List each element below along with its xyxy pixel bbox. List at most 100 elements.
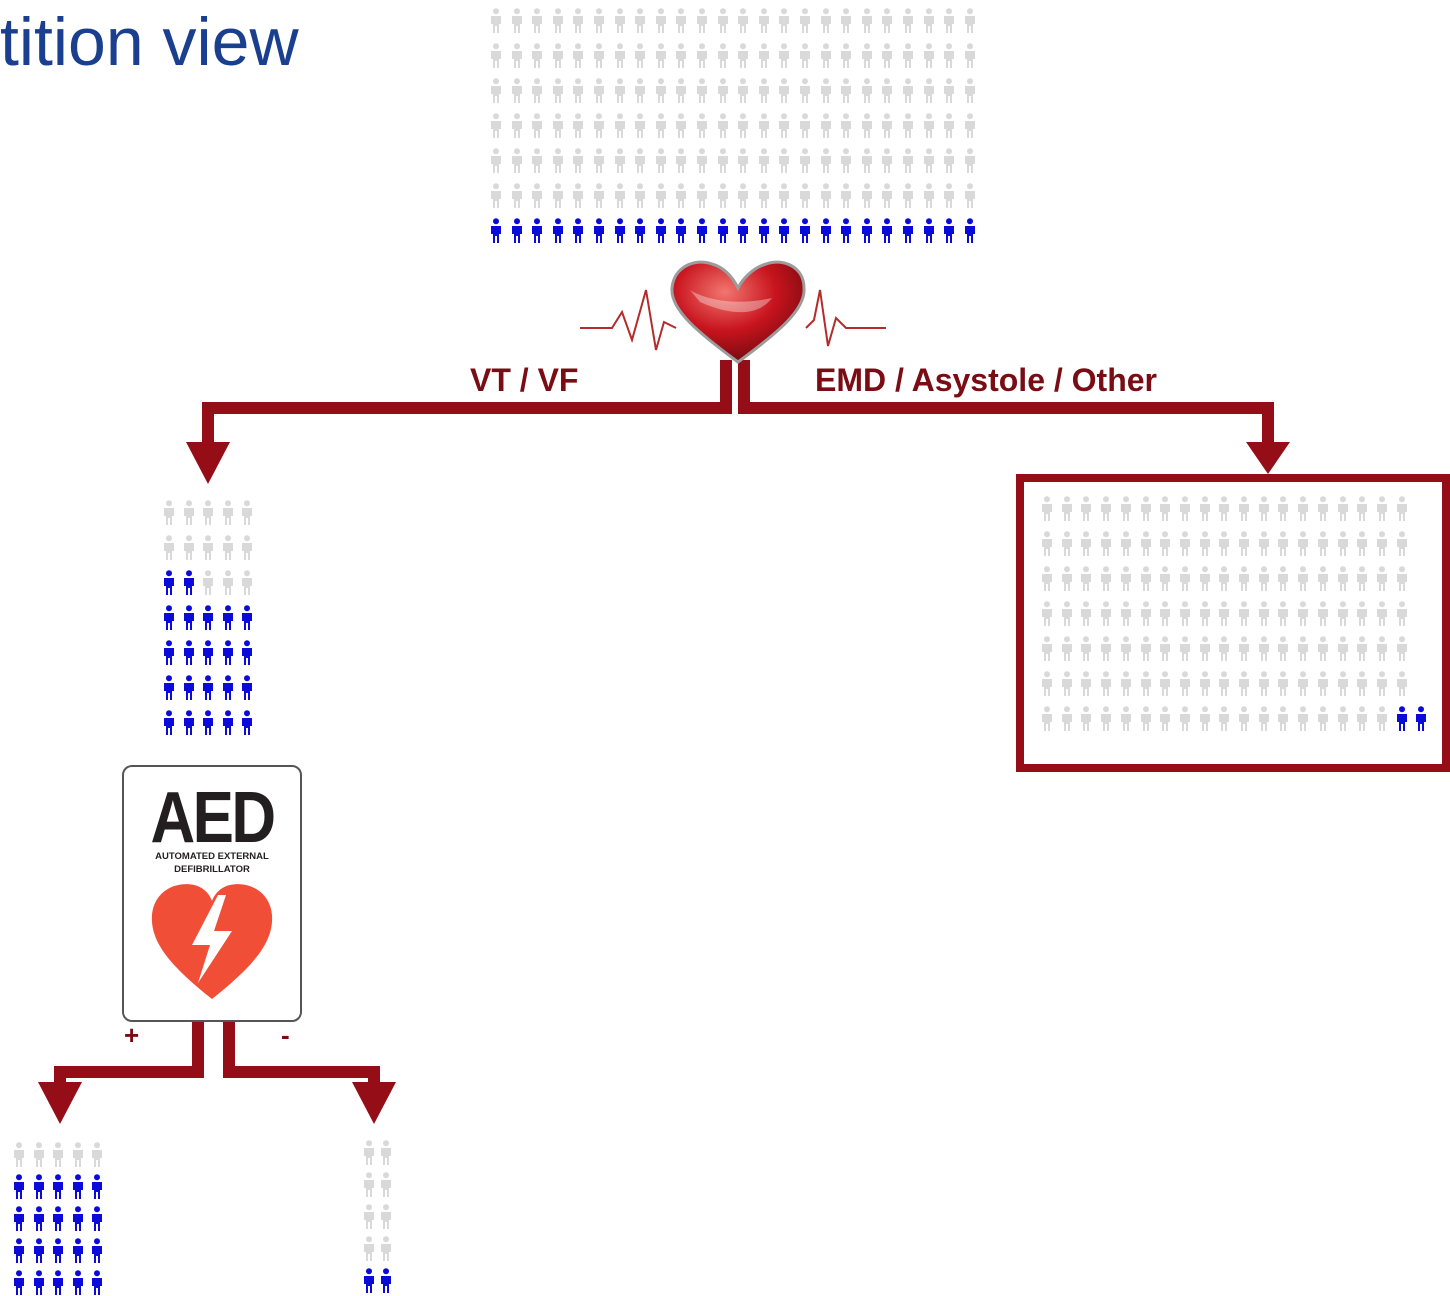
- person-icon-highlighted: [162, 710, 176, 736]
- person-icon: [1375, 531, 1389, 557]
- person-icon: [1217, 566, 1231, 592]
- person-icon-highlighted: [32, 1270, 46, 1296]
- person-icon: [379, 1172, 393, 1198]
- person-icon: [530, 113, 544, 139]
- person-icon: [240, 570, 254, 596]
- person-icon-highlighted: [162, 675, 176, 701]
- person-icon: [510, 113, 524, 139]
- person-icon: [1079, 671, 1093, 697]
- person-icon: [1139, 566, 1153, 592]
- person-icon-highlighted: [757, 218, 771, 244]
- person-icon: [901, 8, 915, 34]
- person-icon: [654, 183, 668, 209]
- person-icon: [1217, 531, 1231, 557]
- person-icon: [798, 43, 812, 69]
- person-icon: [798, 113, 812, 139]
- person-icon: [1257, 566, 1271, 592]
- person-icon: [839, 113, 853, 139]
- person-icon-highlighted: [12, 1238, 26, 1264]
- person-icon-highlighted: [942, 218, 956, 244]
- person-icon: [182, 535, 196, 561]
- person-icon: [1040, 671, 1054, 697]
- person-icon: [1257, 531, 1271, 557]
- person-icon: [1316, 706, 1330, 732]
- person-icon-highlighted: [489, 218, 503, 244]
- person-icon: [1099, 566, 1113, 592]
- person-icon: [716, 43, 730, 69]
- person-icon: [654, 8, 668, 34]
- person-icon: [1395, 671, 1409, 697]
- person-icon: [571, 78, 585, 104]
- person-icon: [839, 8, 853, 34]
- person-icon: [1079, 636, 1093, 662]
- person-icon: [963, 78, 977, 104]
- person-icon: [1336, 636, 1350, 662]
- person-icon: [510, 43, 524, 69]
- person-icon-highlighted: [592, 218, 606, 244]
- person-icon: [1178, 636, 1192, 662]
- person-icon-highlighted: [963, 218, 977, 244]
- person-icon: [716, 148, 730, 174]
- person-icon: [1079, 496, 1093, 522]
- person-icon: [695, 113, 709, 139]
- person-icon: [1198, 496, 1212, 522]
- person-icon: [901, 43, 915, 69]
- person-icon: [798, 78, 812, 104]
- person-icon: [1276, 671, 1290, 697]
- person-icon: [162, 500, 176, 526]
- person-icon: [695, 148, 709, 174]
- person-icon: [1079, 566, 1093, 592]
- person-icon: [777, 8, 791, 34]
- person-icon: [963, 43, 977, 69]
- person-icon: [1316, 496, 1330, 522]
- person-icon-highlighted: [240, 710, 254, 736]
- person-icon-highlighted: [201, 640, 215, 666]
- person-icon: [942, 183, 956, 209]
- person-icon: [654, 78, 668, 104]
- person-icon: [777, 113, 791, 139]
- person-icon: [1316, 636, 1330, 662]
- person-icon: [1099, 601, 1113, 627]
- person-icon: [777, 183, 791, 209]
- person-icon: [1079, 706, 1093, 732]
- person-icon: [489, 43, 503, 69]
- person-icon: [716, 8, 730, 34]
- person-icon-highlighted: [510, 218, 524, 244]
- person-icon: [736, 78, 750, 104]
- person-icon-highlighted: [162, 570, 176, 596]
- person-icon: [1336, 531, 1350, 557]
- person-icon: [1119, 566, 1133, 592]
- person-icon-highlighted: [201, 605, 215, 631]
- person-icon: [1395, 601, 1409, 627]
- person-icon: [757, 148, 771, 174]
- person-icon: [880, 78, 894, 104]
- person-icon: [1119, 496, 1133, 522]
- person-icon: [551, 8, 565, 34]
- person-icon: [1276, 496, 1290, 522]
- person-icon: [1296, 496, 1310, 522]
- person-icon: [695, 43, 709, 69]
- person-icon-highlighted: [71, 1174, 85, 1200]
- person-icon: [32, 1142, 46, 1168]
- person-icon: [860, 78, 874, 104]
- person-icon: [674, 8, 688, 34]
- person-icon: [1355, 706, 1369, 732]
- person-icon-highlighted: [880, 218, 894, 244]
- person-icon: [379, 1204, 393, 1230]
- person-icon: [1158, 566, 1172, 592]
- person-icon: [592, 8, 606, 34]
- person-icon: [633, 183, 647, 209]
- person-icon: [510, 183, 524, 209]
- person-icon: [1316, 531, 1330, 557]
- person-icon: [963, 183, 977, 209]
- person-icon: [613, 78, 627, 104]
- aed-negative-label: -: [281, 1020, 290, 1051]
- person-icon-highlighted: [12, 1174, 26, 1200]
- emd-asystole-other-label: EMD / Asystole / Other: [815, 362, 1157, 399]
- person-icon: [839, 78, 853, 104]
- person-icon: [1336, 496, 1350, 522]
- person-icon: [1119, 671, 1133, 697]
- person-icon: [571, 183, 585, 209]
- person-icon: [716, 78, 730, 104]
- person-icon: [1158, 671, 1172, 697]
